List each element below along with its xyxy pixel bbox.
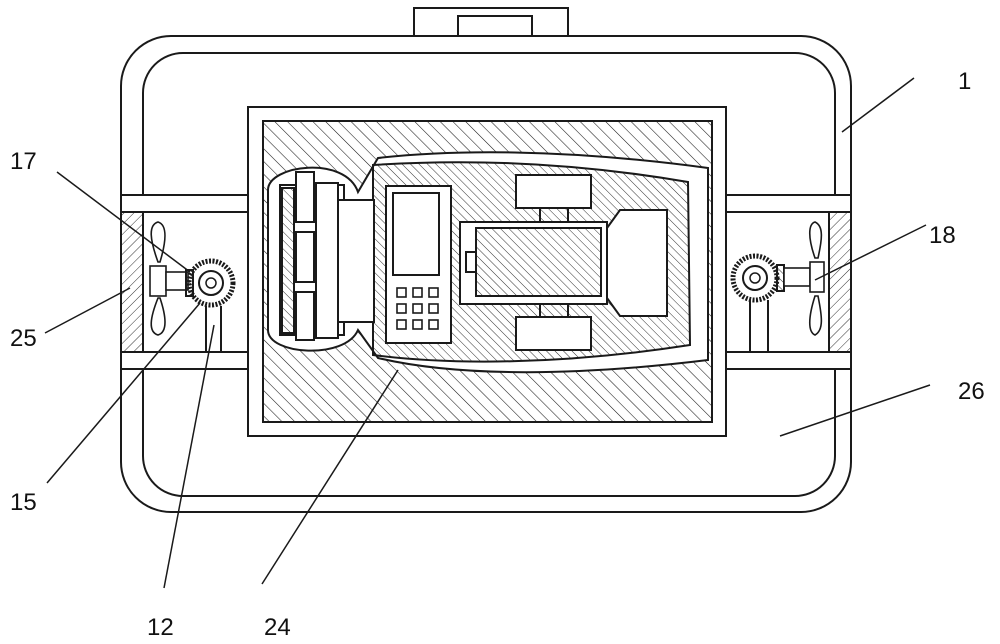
label-15: 15	[10, 489, 37, 516]
lower-foot	[515, 316, 592, 351]
label-24: 24	[264, 614, 291, 641]
left-pad-25	[120, 211, 144, 353]
label-18: 18	[929, 222, 956, 249]
left-fan	[149, 221, 189, 336]
label-25: 25	[10, 325, 37, 352]
label-12: 12	[147, 614, 174, 641]
left-gear-wheel-17	[185, 258, 236, 308]
right-gear-wheel-18	[730, 253, 785, 303]
label-17: 17	[10, 148, 37, 175]
label-1: 1	[958, 68, 972, 95]
right-fan	[783, 221, 825, 336]
screen	[392, 192, 440, 276]
nose-plug	[606, 209, 668, 317]
label-26: 26	[958, 378, 985, 405]
leader-lines	[44, 77, 931, 589]
top-latch	[413, 7, 569, 38]
right-pad	[828, 211, 852, 353]
keypad	[396, 287, 439, 330]
upper-foot	[515, 174, 592, 209]
battery	[475, 227, 602, 297]
